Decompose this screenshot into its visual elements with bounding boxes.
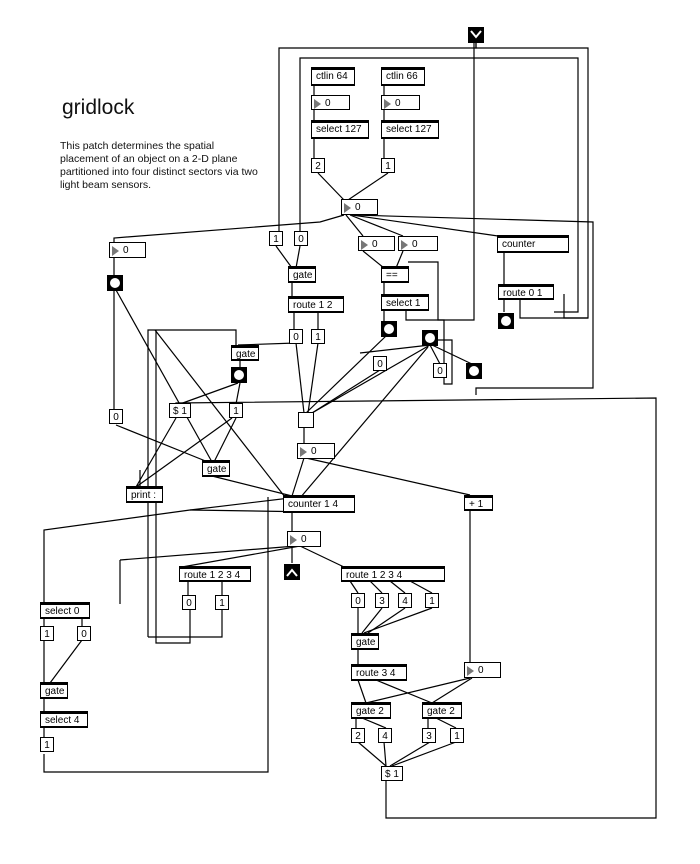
print-object[interactable]: print : [126, 486, 163, 503]
route-1-2-object[interactable]: route 1 2 [288, 296, 344, 313]
message-box[interactable]: 0 [77, 626, 91, 641]
route-1-2-3-4-object[interactable]: route 1 2 3 4 [341, 566, 445, 582]
number-box[interactable]: 0 [358, 236, 395, 251]
arrow-icon [344, 203, 351, 213]
bang-icon [469, 366, 479, 376]
select-127-object[interactable]: select 127 [311, 120, 369, 139]
message-box[interactable]: 1 [381, 158, 395, 173]
arrow-icon [384, 99, 391, 109]
gate-2-object[interactable]: gate 2 [351, 702, 391, 719]
select-127-object[interactable]: select 127 [381, 120, 439, 139]
number-box[interactable]: 0 [381, 95, 420, 110]
arrow-icon [467, 666, 474, 676]
message-box[interactable]: 3 [375, 593, 389, 608]
message-box[interactable]: 1 [425, 593, 439, 608]
message-box[interactable]: 0 [351, 593, 365, 608]
message-box[interactable]: 1 [311, 329, 325, 344]
select-1-object[interactable]: select 1 [381, 294, 429, 311]
message-box[interactable]: 4 [398, 593, 412, 608]
message-box-dollar[interactable]: $ 1 [169, 403, 191, 418]
bang-button[interactable] [498, 313, 514, 329]
number-value: 0 [395, 98, 401, 109]
message-box[interactable]: 0 [294, 231, 308, 246]
message-box[interactable]: 1 [450, 728, 464, 743]
route-0-1-object[interactable]: route 0 1 [498, 284, 554, 300]
patch-description: This patch determines the spatial placem… [60, 140, 258, 191]
gate-object[interactable]: gate [202, 460, 230, 477]
message-box[interactable]: 1 [229, 403, 243, 418]
equals-object[interactable]: == [381, 266, 409, 283]
counter-1-4-object[interactable]: counter 1 4 [283, 495, 355, 513]
message-box[interactable]: 0 [289, 329, 303, 344]
bang-button[interactable] [231, 367, 247, 383]
bang-button[interactable] [422, 330, 438, 346]
arrow-icon [112, 246, 119, 256]
message-box-empty[interactable] [298, 412, 314, 428]
bang-icon [501, 316, 511, 326]
message-box[interactable]: 0 [373, 356, 387, 371]
message-box[interactable]: 1 [269, 231, 283, 246]
number-value: 0 [478, 665, 484, 676]
message-box[interactable]: 0 [182, 595, 196, 610]
patch-cord [475, 40, 589, 319]
ctlin-66-object[interactable]: ctlin 66 [381, 67, 425, 86]
bang-button[interactable] [381, 321, 397, 337]
bang-icon [425, 333, 435, 343]
arrow-icon [361, 240, 368, 250]
ctlin-64-object[interactable]: ctlin 64 [311, 67, 355, 86]
message-box[interactable]: 0 [109, 409, 123, 424]
inlet-chevron-down-icon[interactable] [468, 27, 484, 43]
select-0-object[interactable]: select 0 [40, 602, 90, 619]
number-box[interactable]: 0 [297, 443, 335, 459]
number-box[interactable]: 0 [287, 531, 321, 547]
arrow-icon [314, 99, 321, 109]
gate-2-object[interactable]: gate 2 [422, 702, 462, 719]
number-value: 0 [372, 239, 378, 250]
arrow-icon [290, 535, 297, 545]
bang-button[interactable] [466, 363, 482, 379]
gate-object[interactable]: gate [288, 266, 316, 283]
number-value: 0 [325, 98, 331, 109]
bang-icon [110, 278, 120, 288]
gate-object[interactable]: gate [40, 682, 68, 699]
patch-title: gridlock [62, 96, 135, 119]
message-box[interactable]: 2 [311, 158, 325, 173]
number-value: 0 [412, 239, 418, 250]
number-value: 0 [355, 202, 361, 213]
message-box[interactable]: 1 [215, 595, 229, 610]
number-value: 0 [301, 534, 307, 545]
route-3-4-object[interactable]: route 3 4 [351, 664, 407, 681]
gate-object[interactable]: gate [351, 633, 379, 650]
route-1-2-3-4-object[interactable]: route 1 2 3 4 [179, 566, 251, 582]
bang-icon [234, 370, 244, 380]
plus-1-object[interactable]: + 1 [464, 495, 493, 511]
select-4-object[interactable]: select 4 [40, 711, 88, 728]
message-box-dollar[interactable]: $ 1 [381, 766, 403, 781]
bang-button[interactable] [107, 275, 123, 291]
number-value: 0 [311, 446, 317, 457]
arrow-icon [300, 447, 307, 457]
bang-icon [384, 324, 394, 334]
gate-object[interactable]: gate [231, 345, 259, 361]
outlet-chevron-up-icon[interactable] [284, 564, 300, 580]
number-box[interactable]: 0 [464, 662, 501, 678]
arrow-icon [401, 240, 408, 250]
message-box[interactable]: 3 [422, 728, 436, 743]
message-box[interactable]: 1 [40, 626, 54, 641]
message-box[interactable]: 1 [40, 737, 54, 752]
number-box-left[interactable]: 0 [109, 242, 146, 258]
message-box[interactable]: 4 [378, 728, 392, 743]
number-box[interactable]: 0 [311, 95, 350, 110]
number-box[interactable]: 0 [398, 236, 438, 251]
number-box-center[interactable]: 0 [341, 199, 378, 215]
number-value: 0 [123, 245, 129, 256]
message-box[interactable]: 0 [433, 363, 447, 378]
message-box[interactable]: 2 [351, 728, 365, 743]
counter-object[interactable]: counter [497, 235, 569, 253]
patch-cord [299, 57, 579, 313]
